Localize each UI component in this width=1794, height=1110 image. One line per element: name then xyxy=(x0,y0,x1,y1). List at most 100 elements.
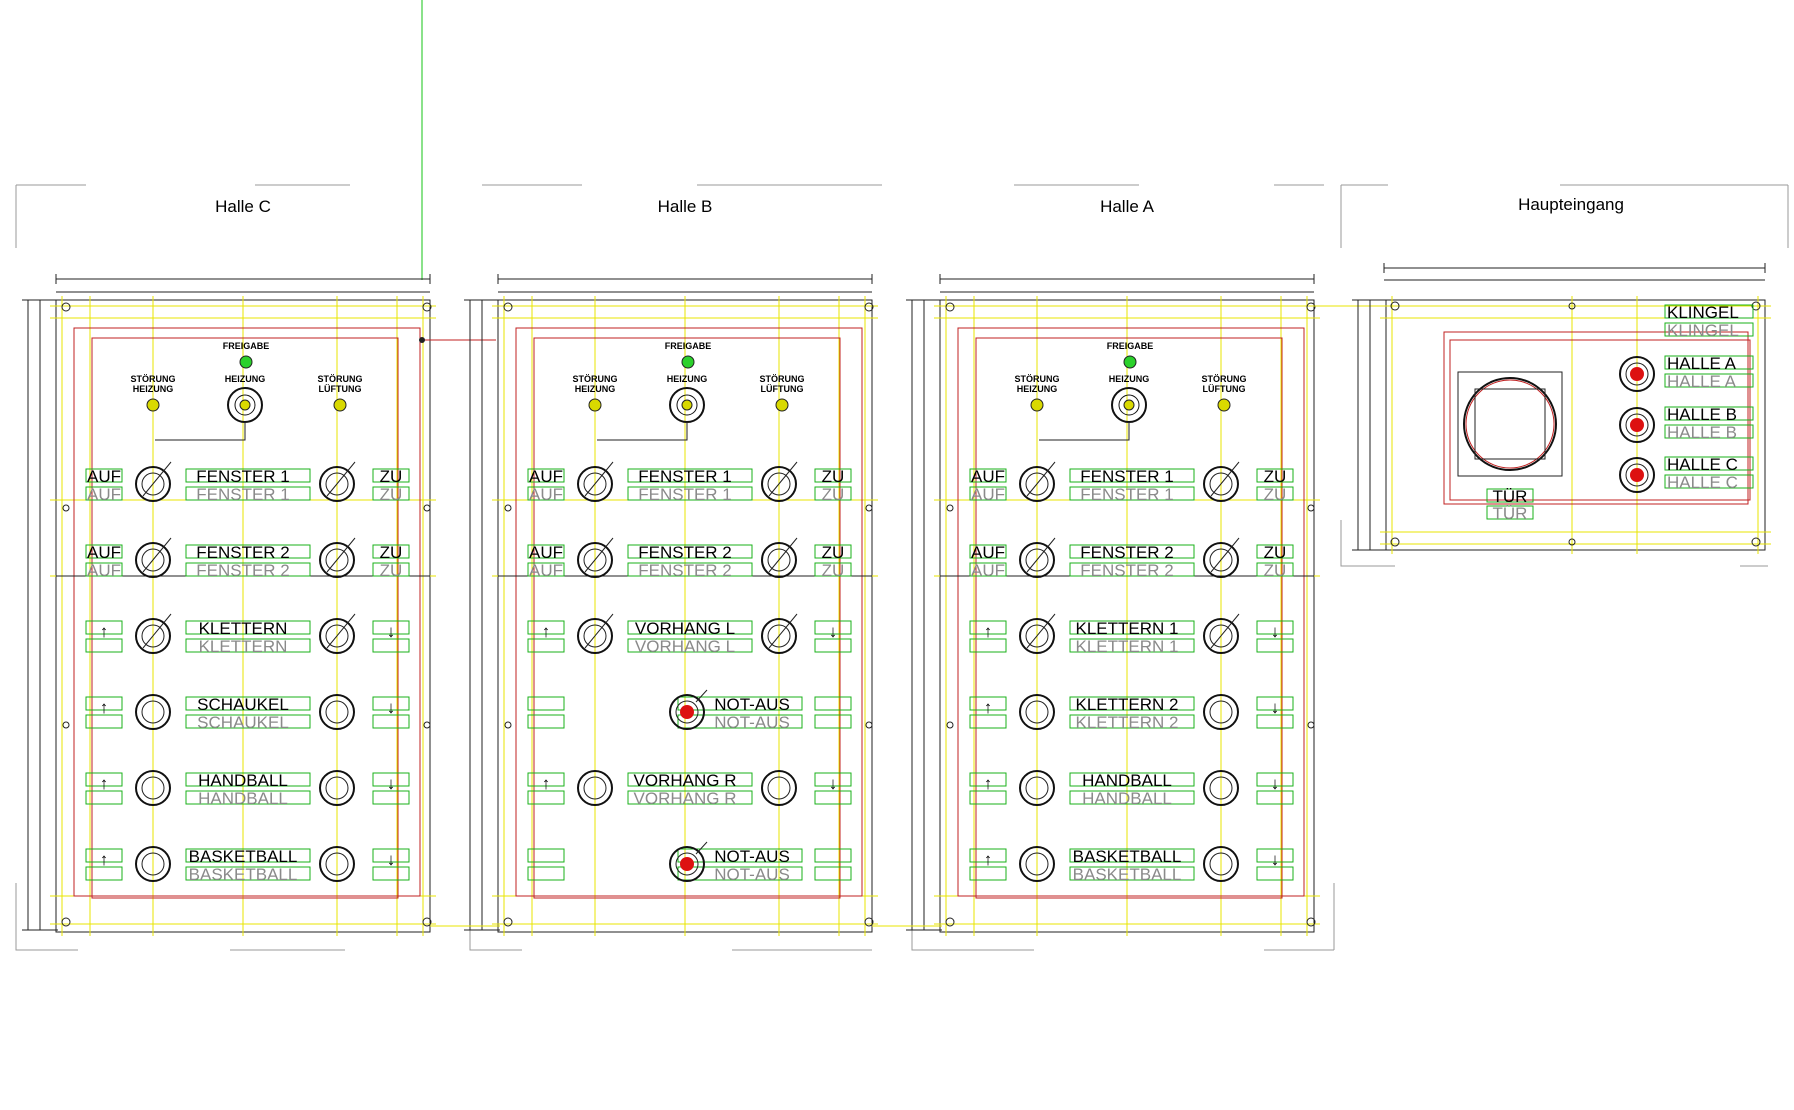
klingel-label: KLINGEL xyxy=(1667,303,1739,322)
panel-title: Halle C xyxy=(215,197,271,216)
left-button[interactable] xyxy=(1019,846,1055,882)
row-0: AUF AUF FENSTER 1 FENSTER 1 ZU ZU xyxy=(85,461,410,504)
left-button[interactable] xyxy=(1019,613,1056,654)
row-right-arrow: ↓ xyxy=(1271,850,1280,869)
left-button[interactable] xyxy=(1019,537,1056,578)
bell-button-halle-b[interactable] xyxy=(1619,407,1655,443)
svg-text:VORHANG R: VORHANG R xyxy=(634,789,737,808)
right-button[interactable] xyxy=(1203,461,1240,502)
row-center-label: FENSTER 2 xyxy=(196,543,290,562)
row-left-arrow: ↑ xyxy=(984,850,993,869)
row-center-label: NOT-AUS xyxy=(714,695,790,714)
svg-text:AUF: AUF xyxy=(971,485,1005,504)
right-button[interactable] xyxy=(1203,694,1239,730)
bell-button-halle-c[interactable] xyxy=(1619,457,1655,493)
emergency-stop-button[interactable] xyxy=(669,689,708,730)
svg-text:KLETTERN 1: KLETTERN 1 xyxy=(1076,637,1179,656)
svg-text:FENSTER 1: FENSTER 1 xyxy=(1080,485,1174,504)
bell-button-halle-a[interactable] xyxy=(1619,356,1655,392)
bell-label-halle-a: HALLE A xyxy=(1667,354,1737,373)
emergency-stop-button[interactable] xyxy=(669,841,708,882)
right-button[interactable] xyxy=(319,613,356,654)
row-center-label: BASKETBALL xyxy=(189,847,298,866)
right-button[interactable] xyxy=(761,770,797,806)
row-5: NOT-AUS NOT-AUS xyxy=(527,841,852,884)
row-left-arrow: ↑ xyxy=(542,622,551,641)
row-left-label: AUF xyxy=(87,467,121,486)
row-right-label: ZU xyxy=(822,543,845,562)
row-5: ↑ BASKETBALL BASKETBALL ↓ xyxy=(85,846,410,884)
row-center-label: HANDBALL xyxy=(1082,771,1172,790)
row-4: ↑ HANDBALL HANDBALL ↓ xyxy=(85,770,410,808)
left-button[interactable] xyxy=(1019,770,1055,806)
right-button[interactable] xyxy=(319,846,355,882)
right-button[interactable] xyxy=(319,537,356,578)
right-button[interactable] xyxy=(1203,770,1239,806)
svg-text:AUF: AUF xyxy=(971,561,1005,580)
row-center-label: FENSTER 1 xyxy=(196,467,290,486)
freigabe-lamp xyxy=(239,355,253,369)
right-button[interactable] xyxy=(761,613,798,654)
right-button[interactable] xyxy=(319,461,356,502)
right-button[interactable] xyxy=(1203,537,1240,578)
left-button[interactable] xyxy=(1019,461,1056,502)
row-right-label: ZU xyxy=(1264,543,1287,562)
row-right-arrow: ↓ xyxy=(829,774,838,793)
left-button[interactable] xyxy=(577,537,614,578)
row-right-label: ZU xyxy=(1264,467,1287,486)
stoerung-heizung-lamp xyxy=(1030,398,1044,412)
left-button[interactable] xyxy=(1019,694,1055,730)
stoerung-lueftung-label-2: LÜFTUNG xyxy=(319,384,362,394)
left-button[interactable] xyxy=(577,770,613,806)
right-button[interactable] xyxy=(761,461,798,502)
stoerung-lueftung-label-1: STÖRUNG xyxy=(1202,374,1247,384)
left-button[interactable] xyxy=(135,694,171,730)
right-button[interactable] xyxy=(1203,613,1240,654)
stoerung-lueftung-lamp xyxy=(333,398,347,412)
row-1: AUF AUF FENSTER 2 FENSTER 2 ZU ZU xyxy=(969,537,1294,580)
left-button[interactable] xyxy=(135,613,172,654)
left-button[interactable] xyxy=(135,461,172,502)
panel-halle-b: Halle B FREIGABE STÖRUNG HEIZUNG HEIZUNG… xyxy=(464,184,882,951)
right-button[interactable] xyxy=(1203,846,1239,882)
row-right-label: ZU xyxy=(380,543,403,562)
freigabe-label: FREIGABE xyxy=(223,341,270,351)
row-center-label: FENSTER 1 xyxy=(1080,467,1174,486)
row-center-label: FENSTER 2 xyxy=(638,543,732,562)
row-left-arrow: ↑ xyxy=(100,698,109,717)
heizung-label: HEIZUNG xyxy=(667,374,708,384)
row-center-label: KLETTERN xyxy=(199,619,288,638)
row-5: ↑ BASKETBALL BASKETBALL ↓ xyxy=(969,846,1294,884)
stoerung-lueftung-lamp xyxy=(775,398,789,412)
row-1: AUF AUF FENSTER 2 FENSTER 2 ZU ZU xyxy=(527,537,852,580)
row-center-label: SCHAUKEL xyxy=(197,695,289,714)
row-left-arrow: ↑ xyxy=(542,774,551,793)
svg-text:FENSTER 1: FENSTER 1 xyxy=(638,485,732,504)
panel-title: Halle B xyxy=(658,197,713,216)
stoerung-heizung-label-2: HEIZUNG xyxy=(133,384,174,394)
row-left-arrow: ↑ xyxy=(984,774,993,793)
left-button[interactable] xyxy=(135,770,171,806)
svg-text:AUF: AUF xyxy=(87,485,121,504)
svg-text:FENSTER 2: FENSTER 2 xyxy=(196,561,290,580)
svg-text:FENSTER 2: FENSTER 2 xyxy=(1080,561,1174,580)
left-button[interactable] xyxy=(135,846,171,882)
row-left-label: AUF xyxy=(529,543,563,562)
row-right-label: ZU xyxy=(380,467,403,486)
right-button[interactable] xyxy=(319,694,355,730)
svg-text:ZU: ZU xyxy=(380,485,403,504)
left-button[interactable] xyxy=(135,537,172,578)
stoerung-heizung-lamp xyxy=(588,398,602,412)
stoerung-heizung-lamp xyxy=(146,398,160,412)
door-intercom[interactable] xyxy=(1457,371,1563,477)
freigabe-lamp xyxy=(1123,355,1137,369)
row-left-arrow: ↑ xyxy=(100,774,109,793)
row-right-label: ZU xyxy=(822,467,845,486)
left-button[interactable] xyxy=(577,461,614,502)
right-button[interactable] xyxy=(761,537,798,578)
panel-haupteingang: Haupteingang TÜR TÜR KLINGEL KLINGEL HAL… xyxy=(1340,184,1789,567)
panel-title: Haupteingang xyxy=(1518,195,1624,214)
right-button[interactable] xyxy=(319,770,355,806)
left-button[interactable] xyxy=(577,613,614,654)
svg-text:HALLE C: HALLE C xyxy=(1667,473,1738,492)
